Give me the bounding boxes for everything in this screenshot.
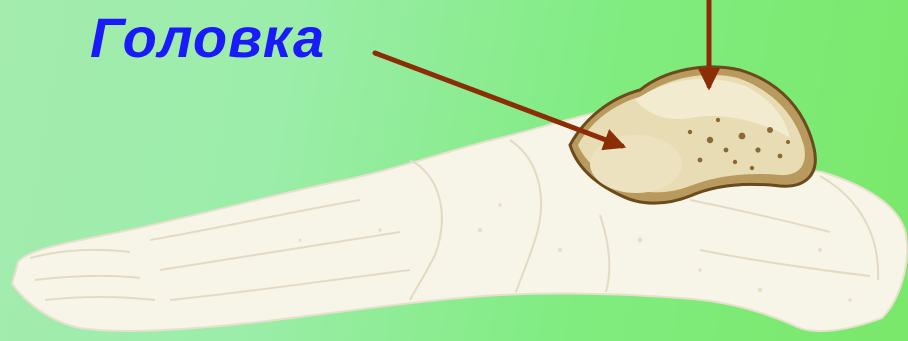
- talus-bone: [570, 67, 815, 203]
- arrow-to-head: [375, 53, 622, 146]
- head-label: Головка: [90, 6, 325, 70]
- talus-head: [590, 135, 682, 193]
